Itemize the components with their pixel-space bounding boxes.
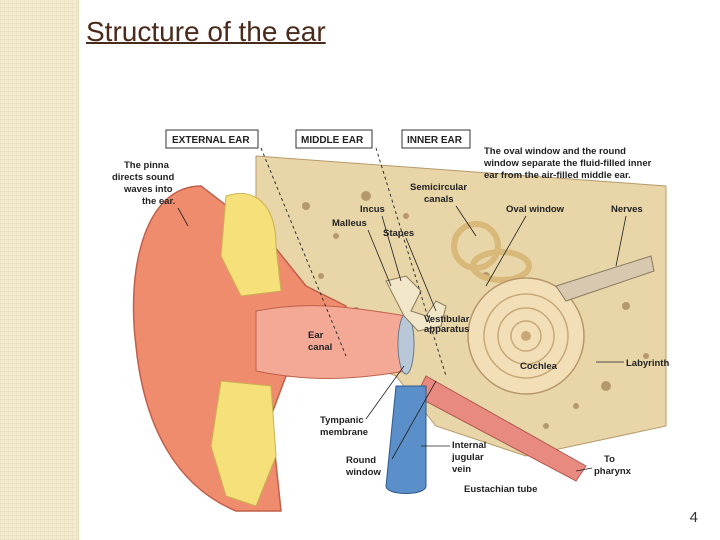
label-external-ear: EXTERNAL EAR xyxy=(172,135,250,146)
label-round-window-2: window xyxy=(345,467,381,478)
label-middle-ear: MIDDLE EAR xyxy=(301,135,364,146)
label-pharynx-1: To xyxy=(604,454,615,465)
label-semicircular-2: canals xyxy=(424,194,454,205)
label-malleus: Malleus xyxy=(332,218,367,229)
caption-line-3: ear from the air-filled middle ear. xyxy=(484,170,631,181)
internal-jugular-vein xyxy=(386,386,426,494)
decorative-side-strip xyxy=(0,0,79,540)
ear-diagram: EXTERNAL EAR MIDDLE EAR INNER EAR The ov… xyxy=(106,126,684,518)
label-vestibular-2: apparatus xyxy=(424,324,469,335)
label-jugular-3: vein xyxy=(452,464,471,475)
pinna-note-3: waves into xyxy=(123,184,173,195)
label-ear-canal-1: Ear xyxy=(308,330,324,341)
label-semicircular-1: Semicircular xyxy=(410,182,467,193)
section-headers: EXTERNAL EAR MIDDLE EAR INNER EAR xyxy=(166,130,470,148)
pinna-note-1: The pinna xyxy=(124,160,170,171)
label-jugular-2: jugular xyxy=(451,452,484,463)
slide-title: Structure of the ear xyxy=(86,16,326,48)
label-nerves: Nerves xyxy=(611,204,643,215)
pinna-note-2: directs sound xyxy=(112,172,174,183)
label-inner-ear: INNER EAR xyxy=(407,135,463,146)
label-round-window-1: Round xyxy=(346,455,376,466)
label-tympanic-1: Tympanic xyxy=(320,415,364,426)
label-pharynx-2: pharynx xyxy=(594,466,632,477)
page-number: 4 xyxy=(690,509,698,526)
label-tympanic-2: membrane xyxy=(320,427,368,438)
pinna-note-4: the ear. xyxy=(142,196,175,207)
label-jugular-1: Internal xyxy=(452,440,486,451)
label-cochlea: Cochlea xyxy=(520,361,558,372)
label-eustachian: Eustachian tube xyxy=(464,484,537,495)
label-labyrinth: Labyrinth xyxy=(626,358,669,369)
caption-line-2: window separate the fluid-filled inner xyxy=(483,158,652,169)
label-oval-window: Oval window xyxy=(506,204,565,215)
label-stapes: Stapes xyxy=(383,228,414,239)
label-ear-canal-2: canal xyxy=(308,342,332,353)
label-incus: Incus xyxy=(360,204,385,215)
caption-line-1: The oval window and the round xyxy=(484,146,626,157)
